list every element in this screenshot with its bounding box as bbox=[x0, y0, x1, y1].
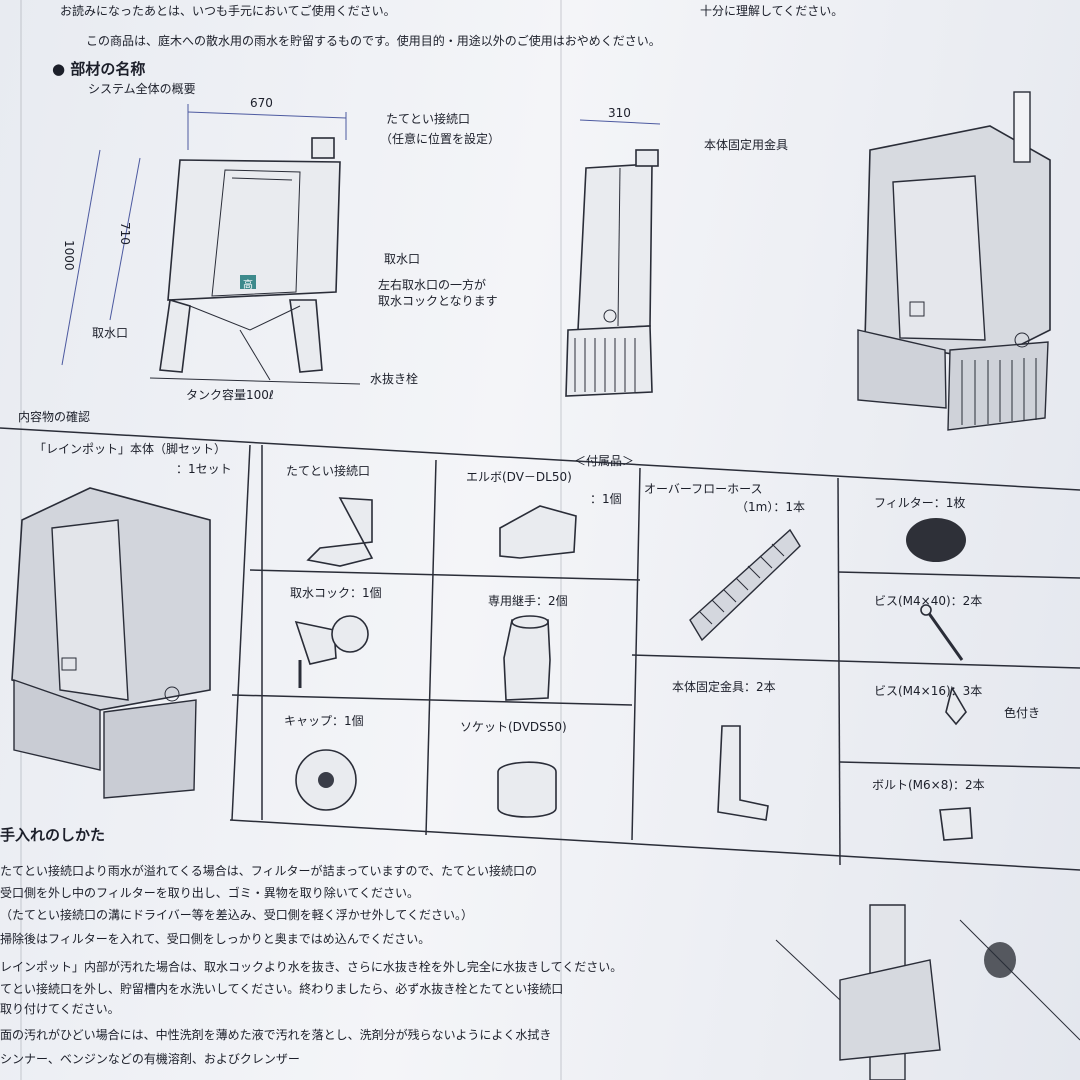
logo-mark: 高 bbox=[243, 280, 253, 291]
parts-subheading: システム全体の概要 bbox=[88, 82, 196, 96]
item-qty: （1m）：1本 bbox=[736, 500, 805, 514]
accessories-label: ＜付属品＞ bbox=[574, 454, 635, 468]
label-inlet-note: （任意に位置を設定） bbox=[380, 132, 501, 146]
item-label: フィルター：1枚 bbox=[874, 496, 966, 510]
care-line: 受口側を外し中のフィルターを取り出し、ゴミ・異物を取り除いてください。 bbox=[0, 886, 420, 900]
item-label: ビス(M4×40)：2本 bbox=[874, 594, 983, 608]
item-label: オーバーフローホース bbox=[644, 482, 763, 496]
main-body-qty: ：1セット bbox=[176, 462, 232, 476]
tank-render-3d bbox=[857, 91, 1051, 431]
care-line: てとい接続口を外し、貯留槽内を水洗いしてください。終わりましたら、必ず水抜き栓と… bbox=[0, 982, 564, 996]
item-label: 専用継手：2個 bbox=[488, 594, 568, 608]
item-label: ビス(M4×16)：3本 bbox=[874, 684, 983, 698]
care-illustration bbox=[775, 904, 1080, 1080]
dim-310: 310 bbox=[608, 106, 631, 120]
care-line: 掃除後はフィルターを入れて、受口側をしっかりと奥まではめ込んでください。 bbox=[0, 932, 431, 946]
label-capacity: タンク容量100ℓ bbox=[186, 388, 274, 402]
item-label: キャップ：1個 bbox=[284, 714, 364, 728]
accessory-icons bbox=[294, 497, 973, 841]
main-body-label: 「レインポット」本体（脚セット） bbox=[34, 442, 227, 456]
care-line: 取り付けてください。 bbox=[0, 1002, 120, 1016]
item-label: 本体固定金具：2本 bbox=[672, 680, 776, 694]
label-bracket: 本体固定用金具 bbox=[704, 138, 789, 152]
dimension-lines bbox=[61, 104, 661, 366]
label-drain: 水抜き栓 bbox=[370, 372, 419, 386]
dim-670: 670 bbox=[250, 96, 273, 110]
label-tap-note-2: 取水コックとなります bbox=[378, 294, 498, 308]
intro-line-1-tail: 十分に理解してください。 bbox=[700, 4, 844, 18]
item-label: たてとい接続口 bbox=[286, 464, 371, 478]
item-qty: ：1個 bbox=[590, 492, 622, 506]
label-inlet: たてとい接続口 bbox=[386, 112, 471, 126]
care-heading: 手入れのしかた bbox=[0, 826, 106, 844]
label-tap-left: 取水口 bbox=[92, 326, 129, 340]
item-label: エルボ(DV－DL50) bbox=[466, 470, 572, 484]
item-qty: 色付き bbox=[1004, 706, 1041, 720]
contents-heading: 内容物の確認 bbox=[18, 410, 91, 424]
care-line: レインポット」内部が汚れた場合は、取水コックより水を抜き、さらに水抜き栓を外し完… bbox=[0, 960, 623, 974]
parts-heading-text: 部材の名称 bbox=[70, 60, 146, 78]
dim-710: 710 bbox=[118, 222, 132, 245]
parts-heading: ● 部材の名称 bbox=[52, 60, 146, 78]
care-line: （たてとい接続口の溝にドライバー等を差込み、受口側を軽く浮かせ外してください。） bbox=[0, 908, 474, 922]
contents-table-grid bbox=[0, 427, 1080, 871]
care-line: たてとい接続口より雨水が溢れてくる場合は、フィルターが詰まっていますので、たてと… bbox=[0, 864, 538, 878]
care-line: 面の汚れがひどい場合には、中性洗剤を薄めた液で汚れを落とし、洗剤分が残らないよう… bbox=[0, 1028, 552, 1042]
dim-1000: 1000 bbox=[62, 240, 76, 271]
tank-diagram-side bbox=[565, 149, 659, 397]
main-body-render bbox=[11, 487, 211, 799]
label-tap-note-1: 左右取水口の一方が bbox=[378, 278, 487, 292]
intro-line-1: お読みになったあとは、いつも手元においてご使用ください。 bbox=[60, 4, 396, 18]
tank-diagram-large bbox=[149, 137, 361, 385]
label-tap: 取水口 bbox=[384, 252, 421, 266]
intro-line-2: この商品は、庭木への散水用の雨水を貯留するものです。使用目的・用途以外のご使用は… bbox=[86, 34, 661, 48]
care-line: シンナー、ベンジンなどの有機溶剤、およびクレンザー bbox=[0, 1052, 300, 1066]
item-label: ボルト(M6×8)：2本 bbox=[872, 778, 985, 792]
item-label: 取水コック：1個 bbox=[290, 586, 382, 600]
item-label: ソケット(DVDS50) bbox=[460, 720, 567, 734]
